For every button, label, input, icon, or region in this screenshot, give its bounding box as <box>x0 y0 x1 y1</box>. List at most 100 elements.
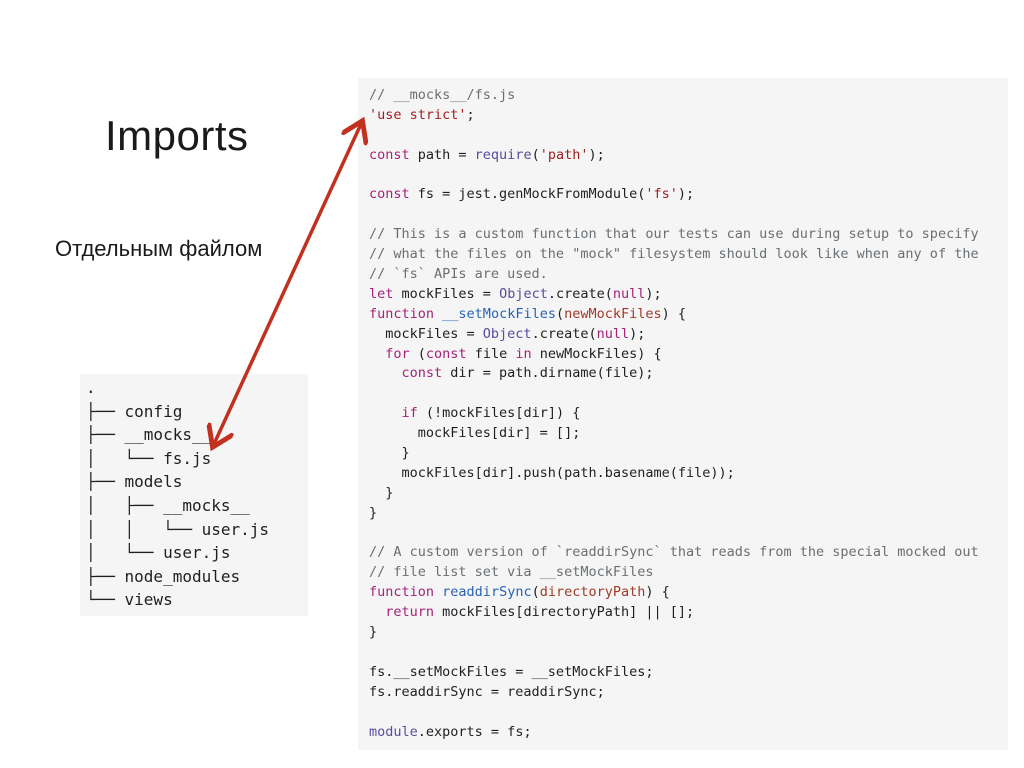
code-line: // what the files on the "mock" filesyst… <box>369 245 1008 265</box>
code-token: .create( <box>547 285 613 302</box>
code-token: ) { <box>645 584 670 601</box>
tree-line: │ └── fs.js <box>86 448 212 468</box>
code-token: __setMockFiles <box>442 305 556 322</box>
code-line: fs.readdirSync = readdirSync; <box>369 683 1008 703</box>
slide-subtitle: Отдельным файлом <box>55 236 263 261</box>
code-line <box>369 524 1008 544</box>
code-line: } <box>369 623 1008 643</box>
tree-line: ├── models <box>86 472 183 492</box>
code-token: // __mocks__/fs.js <box>369 87 516 103</box>
code-token <box>434 306 442 322</box>
code-token: ); <box>629 325 646 342</box>
code-token: const <box>401 365 443 382</box>
code-token: ); <box>645 285 662 302</box>
code-token: (!mockFiles[dir]) { <box>417 405 581 422</box>
code-token: ); <box>677 186 695 203</box>
code-token: ) { <box>661 305 687 322</box>
code-token: const <box>425 345 467 362</box>
tree-line: │ │ └── user.js <box>86 519 270 539</box>
code-token: in <box>515 345 532 362</box>
tree-line: ├── config <box>86 401 183 421</box>
code-token: directoryPath <box>539 584 646 601</box>
code-token: function <box>369 305 435 322</box>
code-line: let mockFiles = Object.create(null); <box>369 285 1008 305</box>
code-line <box>369 166 1008 186</box>
code-token: null <box>612 285 646 302</box>
code-token: mockFiles = <box>369 325 483 342</box>
code-line: const path = require('path'); <box>369 146 1008 166</box>
code-token: } <box>369 504 378 521</box>
code-token: 'fs' <box>645 186 678 203</box>
code-line: if (!mockFiles[dir]) { <box>369 404 1008 424</box>
tree-line: └── views <box>86 590 173 610</box>
code-token: Object <box>499 285 548 302</box>
code-line: } <box>369 484 1008 504</box>
code-line: module.exports = fs; <box>369 723 1008 743</box>
code-token: newMockFiles) { <box>531 345 662 362</box>
code-token: ( <box>531 146 540 163</box>
code-token: return <box>385 604 435 621</box>
code-line: const fs = jest.genMockFromModule('fs'); <box>369 185 1008 205</box>
code-token: mockFiles[dir].push(path.basename(file))… <box>369 464 735 481</box>
code-token: // `fs` APIs are used. <box>369 266 548 283</box>
code-token: require <box>474 146 532 163</box>
code-token <box>369 604 385 620</box>
code-token: ( <box>409 345 426 362</box>
code-line: // file list set via __setMockFiles <box>369 563 1008 583</box>
code-token: } <box>369 484 394 501</box>
code-line <box>369 643 1008 663</box>
code-line <box>369 205 1008 225</box>
code-line: // A custom version of `readdirSync` tha… <box>369 543 1008 563</box>
code-token: mockFiles = <box>393 285 500 302</box>
code-token <box>434 584 442 600</box>
code-token: mockFiles[dir] = []; <box>369 425 581 442</box>
code-token: } <box>369 624 378 641</box>
tree-line: │ ├── __mocks__ <box>86 495 250 515</box>
code-line: function readdirSync(directoryPath) { <box>369 583 1008 603</box>
code-token: function <box>369 584 435 601</box>
code-line: mockFiles[dir].push(path.basename(file))… <box>369 464 1008 484</box>
code-line: // `fs` APIs are used. <box>369 265 1008 285</box>
code-line: return mockFiles[directoryPath] || []; <box>369 603 1008 623</box>
code-token: // file list set via __setMockFiles <box>369 564 654 581</box>
code-token: fs = jest.genMockFromModule( <box>409 186 646 203</box>
code-line: fs.__setMockFiles = __setMockFiles; <box>369 663 1008 683</box>
code-token: fs.readdirSync = readdirSync; <box>369 683 605 700</box>
code-line: for (const file in newMockFiles) { <box>369 345 1008 365</box>
code-line: function __setMockFiles(newMockFiles) { <box>369 305 1008 325</box>
code-token: dir = path.dirname(file); <box>442 365 654 382</box>
code-token: } <box>369 445 410 462</box>
tree-line: ├── __mocks__ <box>86 425 212 445</box>
code-line: // __mocks__/fs.js <box>369 86 1008 106</box>
directory-tree-panel: . ├── config ├── __mocks__ │ └── fs.js ├── m… <box>80 374 308 616</box>
code-token: ( <box>531 584 540 601</box>
code-line: const dir = path.dirname(file); <box>369 364 1008 384</box>
code-token: const <box>369 146 410 163</box>
code-token: ); <box>588 146 605 163</box>
code-token: ; <box>466 106 475 123</box>
code-token: // A custom version of `readdirSync` tha… <box>369 544 979 561</box>
code-line: } <box>369 444 1008 464</box>
code-token: fs.__setMockFiles = __setMockFiles; <box>369 663 654 680</box>
code-token <box>369 405 402 421</box>
code-line: mockFiles[dir] = []; <box>369 424 1008 444</box>
code-token: if <box>401 405 418 422</box>
code-line: mockFiles = Object.create(null); <box>369 325 1008 345</box>
tree-line: . <box>86 378 96 397</box>
code-line: 'use strict'; <box>369 106 1008 126</box>
code-line: } <box>369 504 1008 524</box>
code-token: null <box>596 325 630 342</box>
code-token: // This is a custom function that our te… <box>369 226 979 243</box>
code-token: mockFiles[directoryPath] || []; <box>434 604 695 621</box>
code-token: const <box>369 186 410 203</box>
code-line <box>369 703 1008 723</box>
code-token: module <box>369 723 418 740</box>
code-line: // This is a custom function that our te… <box>369 225 1008 245</box>
code-token: readdirSync <box>442 584 532 601</box>
code-token <box>369 365 402 381</box>
code-token: Object <box>482 325 532 342</box>
code-token: .create( <box>531 325 597 342</box>
tree-line: │ └── user.js <box>86 543 231 563</box>
code-token: ( <box>555 305 565 322</box>
code-token: path = <box>409 146 475 163</box>
